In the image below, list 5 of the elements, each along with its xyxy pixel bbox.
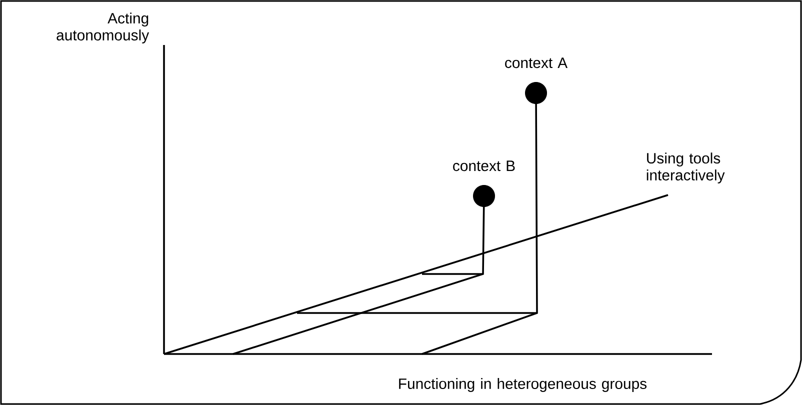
axis-label: Functioning in heterogeneous groups [399, 378, 647, 392]
point-label: context A [505, 58, 568, 68]
axis-label: Acting autonomously [56, 12, 150, 44]
axis-label: Using tools interactively [646, 152, 725, 184]
point-label: context B [453, 160, 515, 172]
